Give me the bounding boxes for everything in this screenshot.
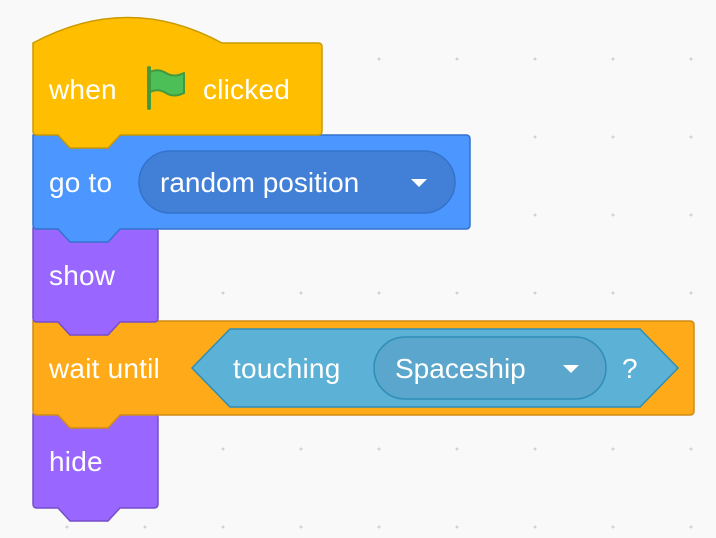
- hide-label: hide: [49, 446, 103, 477]
- touching-question-mark: ?: [622, 353, 638, 384]
- green-flag-icon: [147, 66, 185, 110]
- goto-menu-value[interactable]: random position: [160, 167, 360, 198]
- goto-menu-caret-icon[interactable]: [411, 179, 427, 187]
- touching-menu-caret-icon[interactable]: [563, 365, 579, 373]
- touching-label: touching: [233, 353, 341, 384]
- goto-menu-shape[interactable]: [138, 150, 456, 214]
- touching-menu-shape[interactable]: [373, 336, 607, 400]
- show-label: show: [49, 260, 116, 291]
- wait-until-label: wait until: [49, 353, 160, 384]
- touching-menu-value[interactable]: Spaceship: [395, 353, 526, 384]
- goto-label: go to: [49, 167, 113, 198]
- hat-clicked-label: clicked: [203, 74, 290, 105]
- hat-when-label: when: [49, 74, 117, 105]
